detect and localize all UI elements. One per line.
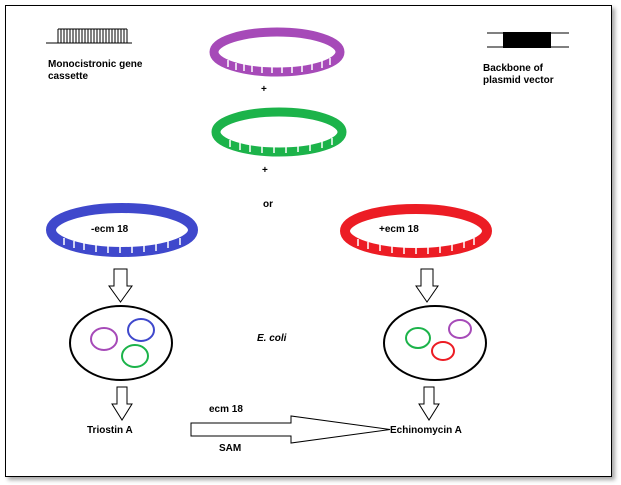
cell-left-purple-plasmid — [90, 327, 118, 351]
product-left-label: Triostin A — [87, 425, 133, 436]
plasmid-left-blue — [46, 203, 198, 257]
plasmid-backbone-symbol — [487, 32, 569, 48]
plus-sign-2: + — [262, 165, 268, 176]
cell-right-purple-plasmid — [448, 319, 472, 339]
cell-left-blue-plasmid — [127, 318, 155, 342]
cell-left — [69, 305, 173, 381]
legend-cassette-label: Monocistronic gene cassette — [48, 59, 143, 82]
legend-backbone-label: Backbone of plasmid vector — [483, 63, 554, 86]
or-label: or — [263, 199, 273, 210]
cell-right-green-plasmid — [405, 327, 431, 349]
gene-cassette-symbol — [46, 28, 132, 44]
arrow-down-right-1 — [415, 268, 439, 303]
cofactor-label: SAM — [219, 443, 242, 454]
plasmid-top-purple — [209, 27, 345, 77]
diagram-frame — [5, 5, 612, 477]
cell-left-green-plasmid — [121, 344, 149, 368]
arrow-down-right-2 — [418, 386, 440, 421]
conversion-arrow — [190, 415, 391, 444]
plasmid-left-label: -ecm 18 — [91, 224, 129, 235]
cell-right-red-plasmid — [431, 341, 455, 361]
host-label: E. coli — [257, 333, 287, 344]
plasmid-middle-green — [211, 107, 347, 157]
plus-sign-1: + — [261, 84, 267, 95]
plasmid-right-red — [340, 204, 492, 258]
plasmid-right-label: +ecm 18 — [379, 224, 419, 235]
cell-right — [383, 305, 487, 381]
product-right-label: Echinomycin A — [390, 425, 462, 436]
arrow-down-left-2 — [111, 386, 133, 421]
enzyme-label: ecm 18 — [209, 404, 243, 415]
arrow-down-left-1 — [108, 268, 133, 303]
